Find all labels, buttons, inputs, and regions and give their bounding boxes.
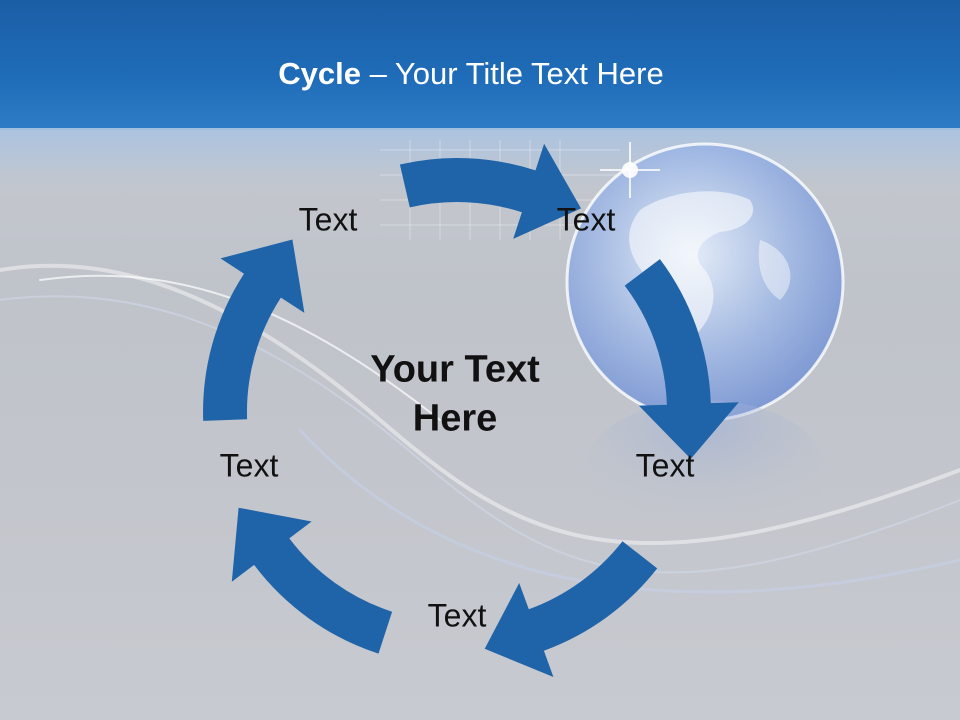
node-label-2: Text	[556, 201, 616, 238]
node-label-5: Text	[219, 447, 279, 484]
node-label-3: Text	[635, 447, 695, 484]
cycle-arrow-2	[624, 259, 739, 459]
cycle-arrow-1	[399, 143, 581, 239]
slide-title: Cycle – Your Title Text Here	[0, 56, 942, 92]
node-label-1: Text	[298, 201, 358, 238]
center-text-line-1: Your Text	[370, 348, 540, 391]
globe-icon	[565, 142, 845, 540]
node-label-4: Text	[427, 597, 487, 634]
center-text: Your Text Here	[325, 346, 585, 445]
cycle-arrow-4	[231, 507, 393, 654]
title-bar	[0, 0, 960, 130]
title-bold: Cycle	[278, 56, 361, 91]
center-text-line-2: Here	[412, 398, 498, 440]
cycle-arrow-3	[484, 541, 658, 677]
title-rest: – Your Title Text Here	[361, 56, 664, 91]
cycle-arrow-5	[203, 239, 305, 421]
